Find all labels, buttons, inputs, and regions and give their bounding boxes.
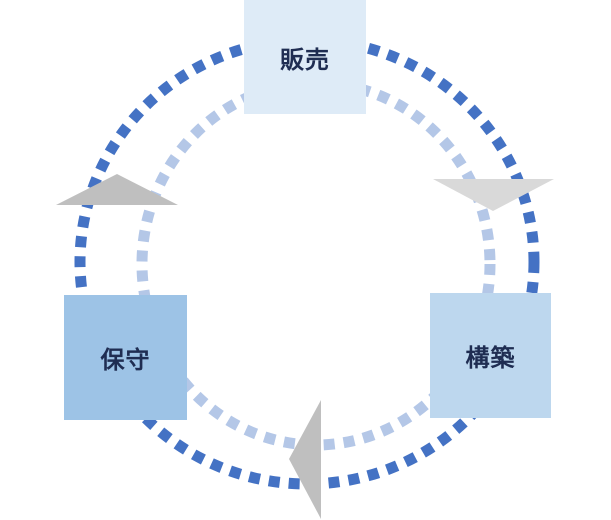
triangle-down-icon bbox=[433, 179, 554, 211]
node-build: 構築 bbox=[430, 293, 551, 418]
node-sales: 販売 bbox=[244, 0, 366, 114]
triangle-up-icon bbox=[56, 174, 178, 205]
triangle-left-icon bbox=[289, 400, 321, 519]
inner-dotted-ring bbox=[136, 77, 496, 451]
outer-dotted-ring bbox=[74, 34, 540, 490]
node-build-label: 構築 bbox=[465, 344, 516, 372]
node-maintenance-label: 保守 bbox=[100, 346, 151, 374]
node-sales-label: 販売 bbox=[280, 45, 330, 74]
node-maintenance: 保守 bbox=[64, 295, 187, 420]
